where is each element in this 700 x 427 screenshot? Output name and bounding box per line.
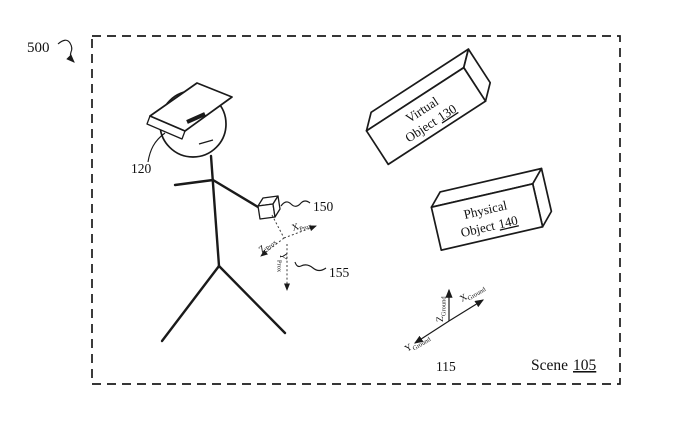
ref-120-leader <box>147 132 166 163</box>
ground-axis-x <box>448 299 485 322</box>
prox-axis-z <box>260 237 285 257</box>
hmd-lens-slot <box>186 112 206 124</box>
person-mouth <box>198 139 214 145</box>
person-leg-right <box>217 264 287 335</box>
person-arm-left <box>173 178 215 187</box>
prox-axis-y-label: YProx <box>276 253 288 273</box>
ref-155-label: 155 <box>329 265 350 280</box>
virtual-object-front-face <box>365 66 487 166</box>
ref-150-label: 150 <box>313 199 334 214</box>
ground-axis-y <box>413 320 450 344</box>
person-arm-right <box>211 178 265 212</box>
physical-object-front-face <box>430 183 544 251</box>
ref-120-label: 120 <box>131 161 152 176</box>
prox-axes: XProx ZProx YProx <box>257 214 317 291</box>
hmd-front-visor <box>149 82 233 132</box>
hmd-headset-icon <box>146 82 233 140</box>
controller-side-face <box>272 195 281 218</box>
prox-axes-connector <box>271 214 285 239</box>
ref-150-leader <box>280 200 311 207</box>
scene-boundary <box>91 35 621 385</box>
prox-axis-z-label: ZProx <box>257 235 279 256</box>
controller-cube-icon <box>257 195 281 220</box>
person-leg-left <box>160 264 221 343</box>
outer-ref-label: 500 <box>27 40 50 56</box>
ref-155-leader <box>294 261 327 272</box>
virtual-object-box: Virtual Object130 <box>365 48 492 166</box>
prox-axis-x-label: XProx <box>291 218 313 235</box>
ground-axis-z-label: ZGround <box>436 296 448 322</box>
ground-axis-y-label: YGround <box>403 332 432 356</box>
person-figure <box>146 82 287 343</box>
physical-object-box: Physical Object140 <box>430 167 553 251</box>
person-body <box>209 154 221 268</box>
prox-axis-x <box>283 225 317 239</box>
ground-axis-x-label: XGround <box>458 282 487 306</box>
ground-axes: ZGround XGround YGround <box>403 282 487 356</box>
outer-ref-arrow <box>57 39 75 63</box>
ref-115-label: 115 <box>436 359 456 374</box>
